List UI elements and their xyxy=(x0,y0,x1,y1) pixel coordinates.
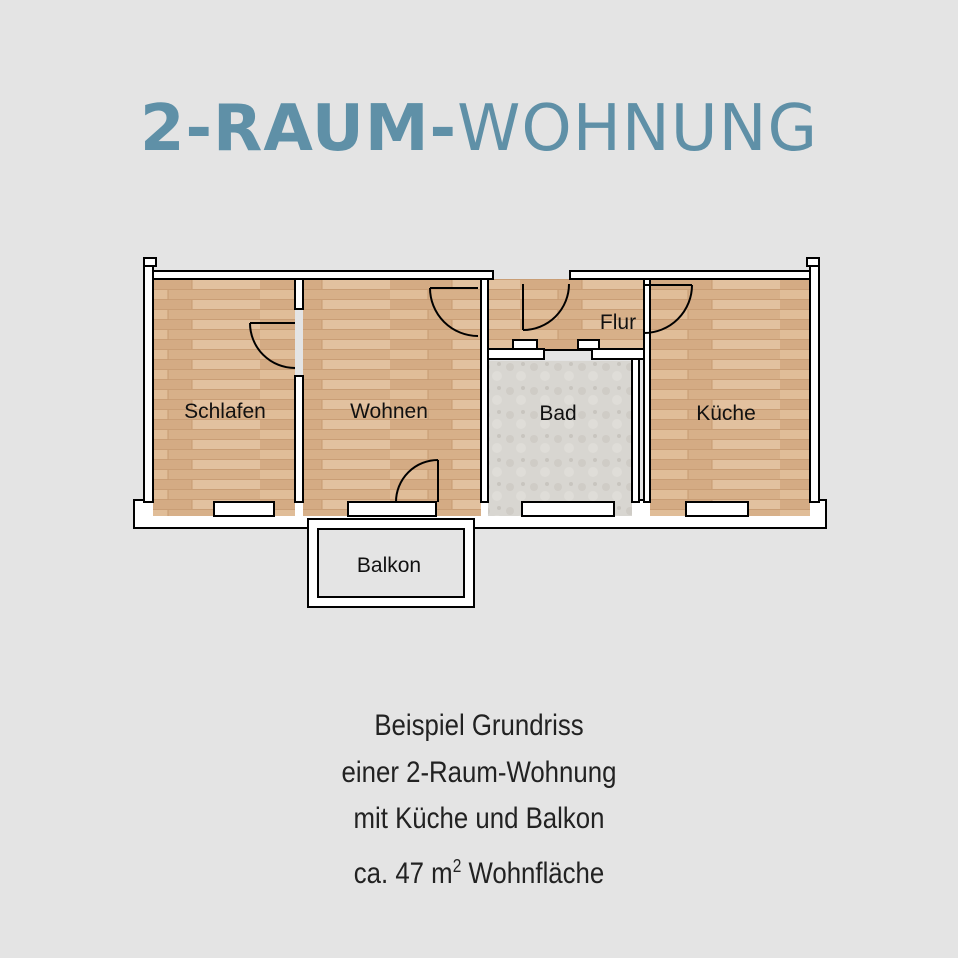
walls xyxy=(143,257,820,503)
title-bold-part: 2-RAUM- xyxy=(139,92,458,166)
caption-line-1: Beispiel Grundriss xyxy=(374,709,584,742)
room-label-balkon: Balkon xyxy=(357,554,421,577)
caption-line-2: einer 2-Raum-Wohnung xyxy=(341,755,617,789)
room-flur-floor xyxy=(481,279,644,349)
caption: Beispiel Grundriss einer 2-Raum-Wohnung … xyxy=(67,703,891,890)
caption-line-4: ca. 47 m2 Wohnfläche xyxy=(67,843,891,890)
room-wohnen-floor xyxy=(303,279,481,516)
balkon-floor xyxy=(317,528,465,598)
door-swings xyxy=(249,283,693,503)
room-kueche-floor xyxy=(650,279,810,516)
room-label-bad: Bad xyxy=(539,402,576,425)
title-light-part: WOHNUNG xyxy=(457,92,819,166)
room-bad-floor xyxy=(488,361,632,516)
caption-area-prefix: ca. 47 m xyxy=(353,856,453,890)
page-title: 2-RAUM-WOHNUNG xyxy=(0,92,958,166)
room-label-kueche: Küche xyxy=(696,402,756,425)
room-label-flur: Flur xyxy=(600,311,636,334)
caption-area-superscript: 2 xyxy=(452,855,462,876)
windows xyxy=(213,501,749,517)
room-label-schlafen: Schlafen xyxy=(184,400,266,423)
room-schlafen-floor xyxy=(153,279,295,516)
room-label-wohnen: Wohnen xyxy=(350,400,428,423)
caption-area-suffix: Wohnfläche xyxy=(461,856,605,890)
caption-line-3: mit Küche und Balkon xyxy=(353,802,605,835)
